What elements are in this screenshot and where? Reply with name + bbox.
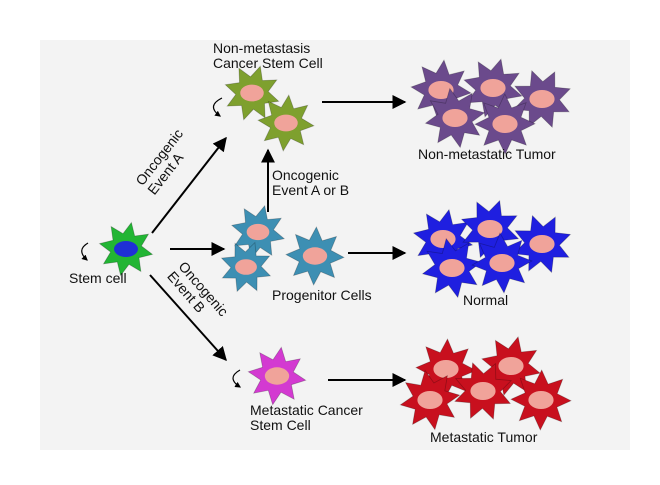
non-metastatic-tumor-cell-1-nucleus: [428, 81, 454, 99]
progenitor-cell-3: [220, 241, 272, 293]
normal-cell-5-nucleus: [489, 254, 515, 272]
metastatic-tumor-cell-1-nucleus: [433, 360, 459, 378]
cells-layer: [98, 58, 572, 431]
normal-cell-3-nucleus: [529, 235, 555, 253]
non-metastasis-csc-label-line-2: Cancer Stem Cell: [213, 55, 323, 71]
non-metastasis-csc-cell-1-nucleus: [240, 84, 264, 102]
self-renewal-arrow-stem: [81, 242, 89, 261]
non-metastatic-tumor-cell-5-nucleus: [492, 115, 518, 133]
non-metastatic-tumor-label: Non-metastatic Tumor: [418, 146, 556, 162]
non-metastasis-csc-cell-2: [257, 94, 315, 152]
non-metastatic-tumor-cell-4: [424, 87, 486, 149]
metastatic-csc-cell-nucleus: [264, 367, 290, 385]
event-a-or-b-label-line-1: Oncogenic: [272, 167, 339, 183]
metastatic-tumor-cell-5-nucleus: [528, 391, 554, 409]
progenitor-cell-1: [230, 204, 286, 260]
metastatic-tumor-cell-5: [510, 369, 572, 431]
event-a-or-b-label: Oncogenic Event A or B: [272, 168, 349, 198]
progenitor-cell-2: [285, 226, 345, 286]
non-metastasis-csc-label-line-1: Non-metastasis: [213, 40, 311, 56]
non-metastatic-tumor-cell-4-nucleus: [442, 109, 468, 127]
normal-label: Normal: [463, 292, 509, 308]
non-metastatic-tumor-cell-2-nucleus: [480, 79, 506, 97]
event-a-or-b-label-line-2: Event A or B: [272, 182, 350, 198]
stem-cell-label: Stem cell: [69, 270, 127, 286]
normal-cell-4: [421, 237, 483, 299]
metastatic-csc-label-line-1: Metastatic Cancer: [250, 402, 363, 418]
non-metastatic-tumor-cell-5: [474, 93, 536, 155]
progenitor-cell-3-nucleus: [235, 259, 257, 275]
metastatic-csc-label-line-2: Stem Cell: [250, 417, 311, 433]
metastatic-tumor-cell-2: [480, 335, 542, 397]
metastatic-tumor-cell-4: [399, 369, 461, 431]
metastatic-csc-cell: [247, 346, 307, 406]
normal-cell-2-nucleus: [477, 220, 503, 238]
metastatic-tumor-cell-2-nucleus: [498, 357, 524, 375]
normal-cell-4-nucleus: [439, 259, 465, 277]
self-renewal-arrows: [81, 97, 242, 388]
normal-cell-3: [512, 214, 572, 274]
progenitor-cell-1-nucleus: [246, 223, 270, 241]
self-renewal-arrow-non-metastasis-csc: [212, 97, 223, 117]
metastatic-tumor-cell-4-nucleus: [417, 391, 443, 409]
non-metastatic-tumor-cell-3-nucleus: [529, 90, 555, 108]
arrow-event-a: [151, 136, 227, 234]
arrows-layer: [149, 95, 407, 387]
normal-cell-1-nucleus: [430, 230, 456, 248]
arrow-event-b: [149, 274, 227, 362]
non-metastasis-csc-cell-2-nucleus: [274, 114, 298, 132]
metastatic-tumor-label: Metastatic Tumor: [430, 429, 538, 445]
progenitor-cells-label: Progenitor Cells: [272, 287, 372, 303]
metastatic-csc-label: Metastatic Cancer Stem Cell: [250, 403, 363, 433]
self-renewal-arrow-metastatic-csc: [232, 369, 242, 388]
non-metastasis-csc-label: Non-metastasis Cancer Stem Cell: [213, 41, 323, 71]
non-metastasis-csc-cell-1: [224, 65, 280, 121]
stem-cell: [98, 221, 154, 277]
metastatic-tumor-cell-3: [454, 362, 512, 420]
progenitor-cell-2-nucleus: [302, 247, 328, 265]
stem-cell-nucleus: [114, 241, 138, 257]
normal-cell-5: [471, 232, 533, 294]
metastatic-tumor-cell-3-nucleus: [470, 382, 496, 400]
non-metastatic-tumor-cell-3: [512, 69, 572, 129]
